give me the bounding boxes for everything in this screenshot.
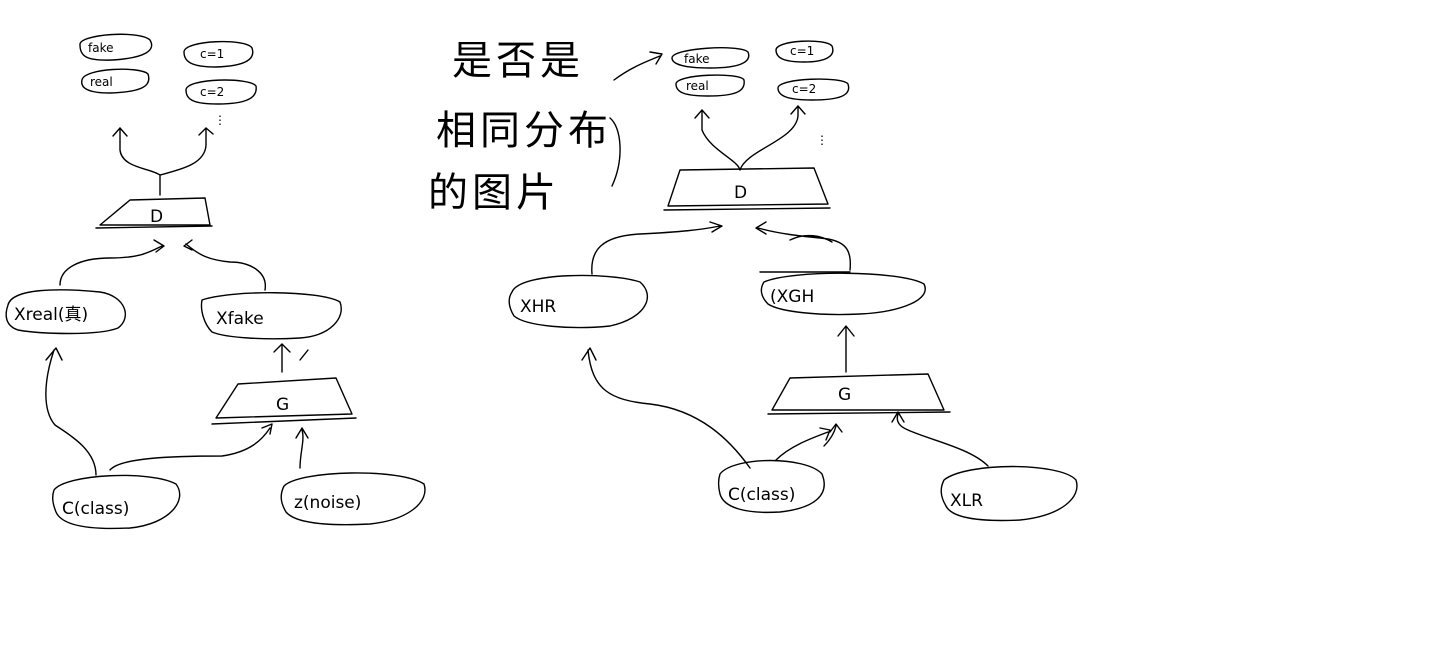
svg-text:real: real xyxy=(686,79,709,93)
note-bracket xyxy=(609,117,621,187)
svg-text:D: D xyxy=(150,207,163,227)
right-arrow-class-to-xhr xyxy=(581,347,751,469)
right-arrow-class-to-g xyxy=(775,423,843,461)
svg-text:XHR: XHR xyxy=(520,297,556,317)
svg-text:C(class): C(class) xyxy=(62,499,129,519)
svg-text:c=2: c=2 xyxy=(200,85,224,99)
svg-text:C(class): C(class) xyxy=(728,485,795,505)
right-output-c2: c=2 xyxy=(777,78,850,101)
svg-text:c=1: c=1 xyxy=(790,44,814,58)
note-line-1: 是否是 xyxy=(452,38,584,84)
svg-text:XLR: XLR xyxy=(950,491,983,511)
left-arrow-class-to-g xyxy=(109,423,273,471)
right-x-gen: (XGH xyxy=(759,271,926,316)
svg-text:D: D xyxy=(734,183,747,203)
right-class-input: C(class) xyxy=(717,459,825,514)
middle-note: 是否是 相同分布 的图片 xyxy=(428,38,663,216)
right-ellipsis: ⋮ xyxy=(816,133,828,147)
right-diagram: fake real c=1 c=2 ⋮ D XHR xyxy=(508,40,1078,522)
svg-text:(XGH: (XGH xyxy=(770,287,814,307)
left-noise-input: z(noise) xyxy=(280,472,426,526)
left-arrow-noise-to-g xyxy=(295,427,309,469)
right-output-c1: c=1 xyxy=(775,40,834,63)
note-line-3: 的图片 xyxy=(428,170,560,216)
svg-text:fake: fake xyxy=(684,52,709,66)
svg-text:G: G xyxy=(838,385,851,405)
right-discriminator: D xyxy=(663,167,831,211)
svg-text:c=1: c=1 xyxy=(200,47,224,61)
left-output-real: real xyxy=(81,68,150,94)
svg-text:c=2: c=2 xyxy=(792,82,816,96)
left-output-c2: c=2 xyxy=(185,79,257,105)
right-arrow-xgen-to-d xyxy=(755,221,852,271)
right-arrow-xhr-to-d xyxy=(591,221,723,275)
left-output-c1: c=1 xyxy=(183,40,254,68)
left-generator: G xyxy=(211,377,357,425)
right-arrow-xlr-to-g xyxy=(891,411,989,467)
left-arrow-class-to-xreal xyxy=(45,347,97,476)
right-generator: G xyxy=(767,373,951,415)
left-arrow-xreal-to-d xyxy=(59,239,165,286)
right-output-real: real xyxy=(675,74,745,97)
left-class-input: C(class) xyxy=(51,474,181,530)
svg-text:real: real xyxy=(90,75,113,89)
right-output-fake: fake xyxy=(671,47,750,69)
right-arrow-d-out xyxy=(694,105,806,171)
left-arrow-d-out xyxy=(112,127,214,196)
left-output-fake: fake xyxy=(79,33,153,61)
note-arrow-to-outputs xyxy=(613,51,663,81)
right-x-lr: XLR xyxy=(940,465,1078,522)
left-x-real: Xreal(真) xyxy=(5,289,127,335)
svg-text:Xreal(真): Xreal(真) xyxy=(14,305,88,325)
left-discriminator: D xyxy=(95,197,213,229)
note-line-2: 相同分布 xyxy=(436,108,612,154)
left-ellipsis: ⋮ xyxy=(214,113,226,127)
left-arrow-xfake-to-d xyxy=(183,239,266,291)
left-diagram: fake real c=1 c=2 ⋮ D Xreal(真) xyxy=(5,33,426,530)
right-x-hr: XHR xyxy=(508,274,649,329)
svg-text:Xfake: Xfake xyxy=(216,309,264,329)
right-arrow-g-to-xgen xyxy=(837,325,855,373)
left-x-fake: Xfake xyxy=(200,292,342,340)
svg-text:z(noise): z(noise) xyxy=(294,493,361,513)
svg-text:fake: fake xyxy=(88,41,113,55)
left-arrow-g-to-xfake xyxy=(273,343,309,373)
svg-text:G: G xyxy=(276,395,289,415)
